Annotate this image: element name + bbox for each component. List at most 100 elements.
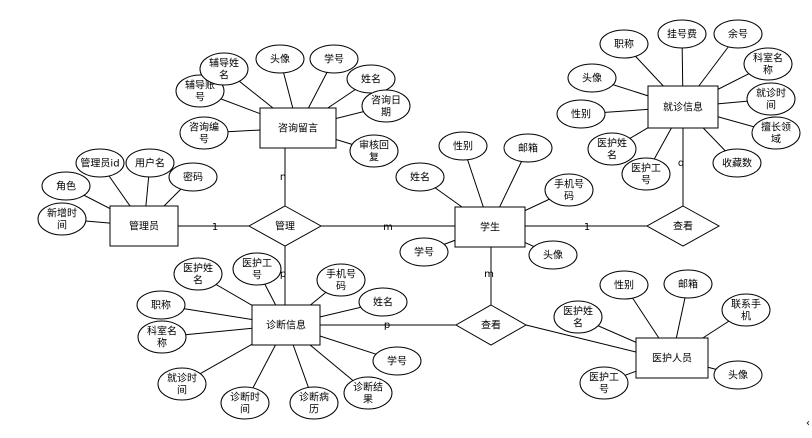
entity-label: 医护人员 — [652, 352, 692, 365]
attribute-admin: 用户名 — [125, 148, 175, 178]
attribute-label: 医护工号 — [631, 162, 661, 187]
attribute-label: 收藏数 — [722, 157, 752, 170]
attribute-student: 头像 — [528, 240, 578, 270]
attribute-student: 姓名 — [395, 162, 445, 192]
attribute-label: 姓名 — [373, 296, 393, 309]
attribute-diagnosis: 姓名 — [358, 287, 408, 317]
attribute-label: 手机号码 — [326, 268, 356, 293]
attribute-student: 性别 — [438, 131, 488, 161]
attribute-label: 姓名 — [410, 171, 430, 184]
attribute-ellipse — [220, 386, 270, 420]
attribute-ellipse — [503, 133, 553, 163]
entity-box — [251, 304, 321, 346]
attribute-label: 诊断病历 — [299, 391, 329, 416]
relationship-label: 查看 — [481, 319, 501, 332]
attribute-label: 性别 — [571, 108, 591, 121]
scroll-arrow-icon: ‹ — [806, 418, 810, 429]
attribute-diagnosis: 学号 — [372, 346, 422, 376]
attribute-diagnosis: 医护工号 — [232, 252, 282, 286]
attribute-label: 医护姓名 — [597, 137, 627, 162]
attribute-ellipse — [136, 290, 186, 320]
attribute-label: 角色 — [56, 180, 76, 193]
attribute-label: 性别 — [614, 279, 634, 292]
attribute-ellipse — [399, 237, 449, 267]
attribute-visit: 就诊时间 — [746, 82, 796, 116]
entity-label: 就诊信息 — [663, 101, 703, 114]
attribute-ellipse — [751, 116, 801, 150]
attribute-label: 余号 — [728, 28, 748, 41]
attribute-label: 学号 — [387, 355, 407, 368]
entity-student: 学生 — [454, 206, 526, 248]
attribute-label: 头像 — [543, 250, 563, 262]
attribute-label: 头像 — [728, 370, 748, 382]
attribute-ellipse — [713, 19, 763, 49]
attribute-ellipse — [37, 202, 87, 236]
entity-admin: 管理员 — [109, 205, 179, 247]
attribute-student: 手机号码 — [544, 173, 594, 207]
attribute-label: 咨询日期 — [371, 94, 401, 119]
entity-label: 管理员 — [129, 220, 159, 233]
attribute-ellipse — [567, 63, 617, 93]
attribute-label: 手机号码 — [554, 178, 584, 203]
attribute-staff: 联系手机 — [721, 293, 771, 327]
attribute-visit: 头像 — [567, 63, 617, 93]
cardinality-label: 1 — [212, 222, 218, 233]
cardinality-label: m — [383, 222, 393, 233]
attribute-ellipse — [168, 162, 218, 192]
relationship-diamonds: 管理查看查看 — [247, 205, 721, 346]
attribute-ellipse — [553, 300, 603, 334]
attribute-consult: 头像 — [255, 44, 305, 74]
attribute-label: 挂号费 — [667, 28, 697, 41]
attribute-ellipse — [438, 131, 488, 161]
attribute-diagnosis: 就诊时间 — [157, 367, 207, 401]
attribute-ellipse — [599, 29, 649, 59]
relationship-label: 查看 — [673, 220, 693, 233]
entity-staff: 医护人员 — [635, 337, 709, 379]
attribute-ellipse — [372, 346, 422, 376]
cardinality-label: m — [484, 269, 494, 280]
attribute-label: 联系手机 — [731, 298, 761, 323]
attribute-ellipse — [289, 386, 339, 420]
attribute-visit: 擅长领域 — [751, 116, 801, 150]
attribute-staff: 医护工号 — [579, 366, 629, 400]
entity-label: 学生 — [480, 221, 500, 234]
attribute-diagnosis: 诊断时间 — [220, 386, 270, 420]
attribute-consult: 辅导姓名 — [199, 52, 249, 86]
attribute-ellipse — [179, 116, 229, 150]
attribute-ellipse — [232, 252, 282, 286]
relationship-diamond — [247, 205, 323, 247]
entity-label: 咨询留言 — [278, 122, 318, 135]
attribute-staff: 头像 — [713, 360, 763, 390]
entity-box — [647, 85, 719, 129]
attribute-label: 咨询编号 — [189, 121, 219, 146]
attribute-label: 管理员id — [80, 157, 119, 170]
cardinality-label: p — [280, 269, 286, 280]
attribute-consult: 咨询编号 — [179, 116, 229, 150]
attribute-ellipse — [712, 148, 762, 178]
relationship-view_diag: 查看 — [454, 304, 528, 346]
attribute-label: 性别 — [453, 140, 473, 153]
attribute-diagnosis: 职称 — [136, 290, 186, 320]
attribute-ellipse — [721, 293, 771, 327]
attribute-diagnosis: 诊断结果 — [343, 376, 393, 410]
attribute-ellipse — [361, 89, 411, 123]
attribute-ellipse — [556, 99, 606, 129]
attribute-label: 新增时间 — [47, 207, 77, 232]
cardinality-label: 1 — [584, 222, 590, 233]
attribute-ellipse — [579, 366, 629, 400]
relationship-manage: 管理 — [247, 205, 323, 247]
attribute-ellipse — [528, 240, 578, 270]
attribute-student: 学号 — [399, 237, 449, 267]
attribute-ellipse — [663, 269, 713, 299]
cardinality-label: p — [384, 320, 390, 331]
attribute-ellipse — [173, 257, 223, 291]
relationship-label: 管理 — [275, 220, 295, 233]
entity-consult: 咨询留言 — [259, 107, 337, 149]
attribute-consult: 姓名 — [346, 64, 396, 94]
attribute-ellipse — [349, 134, 399, 168]
line-view2-staff — [525, 324, 637, 353]
attribute-label: 就诊时间 — [756, 87, 786, 112]
attribute-visit: 职称 — [599, 29, 649, 59]
